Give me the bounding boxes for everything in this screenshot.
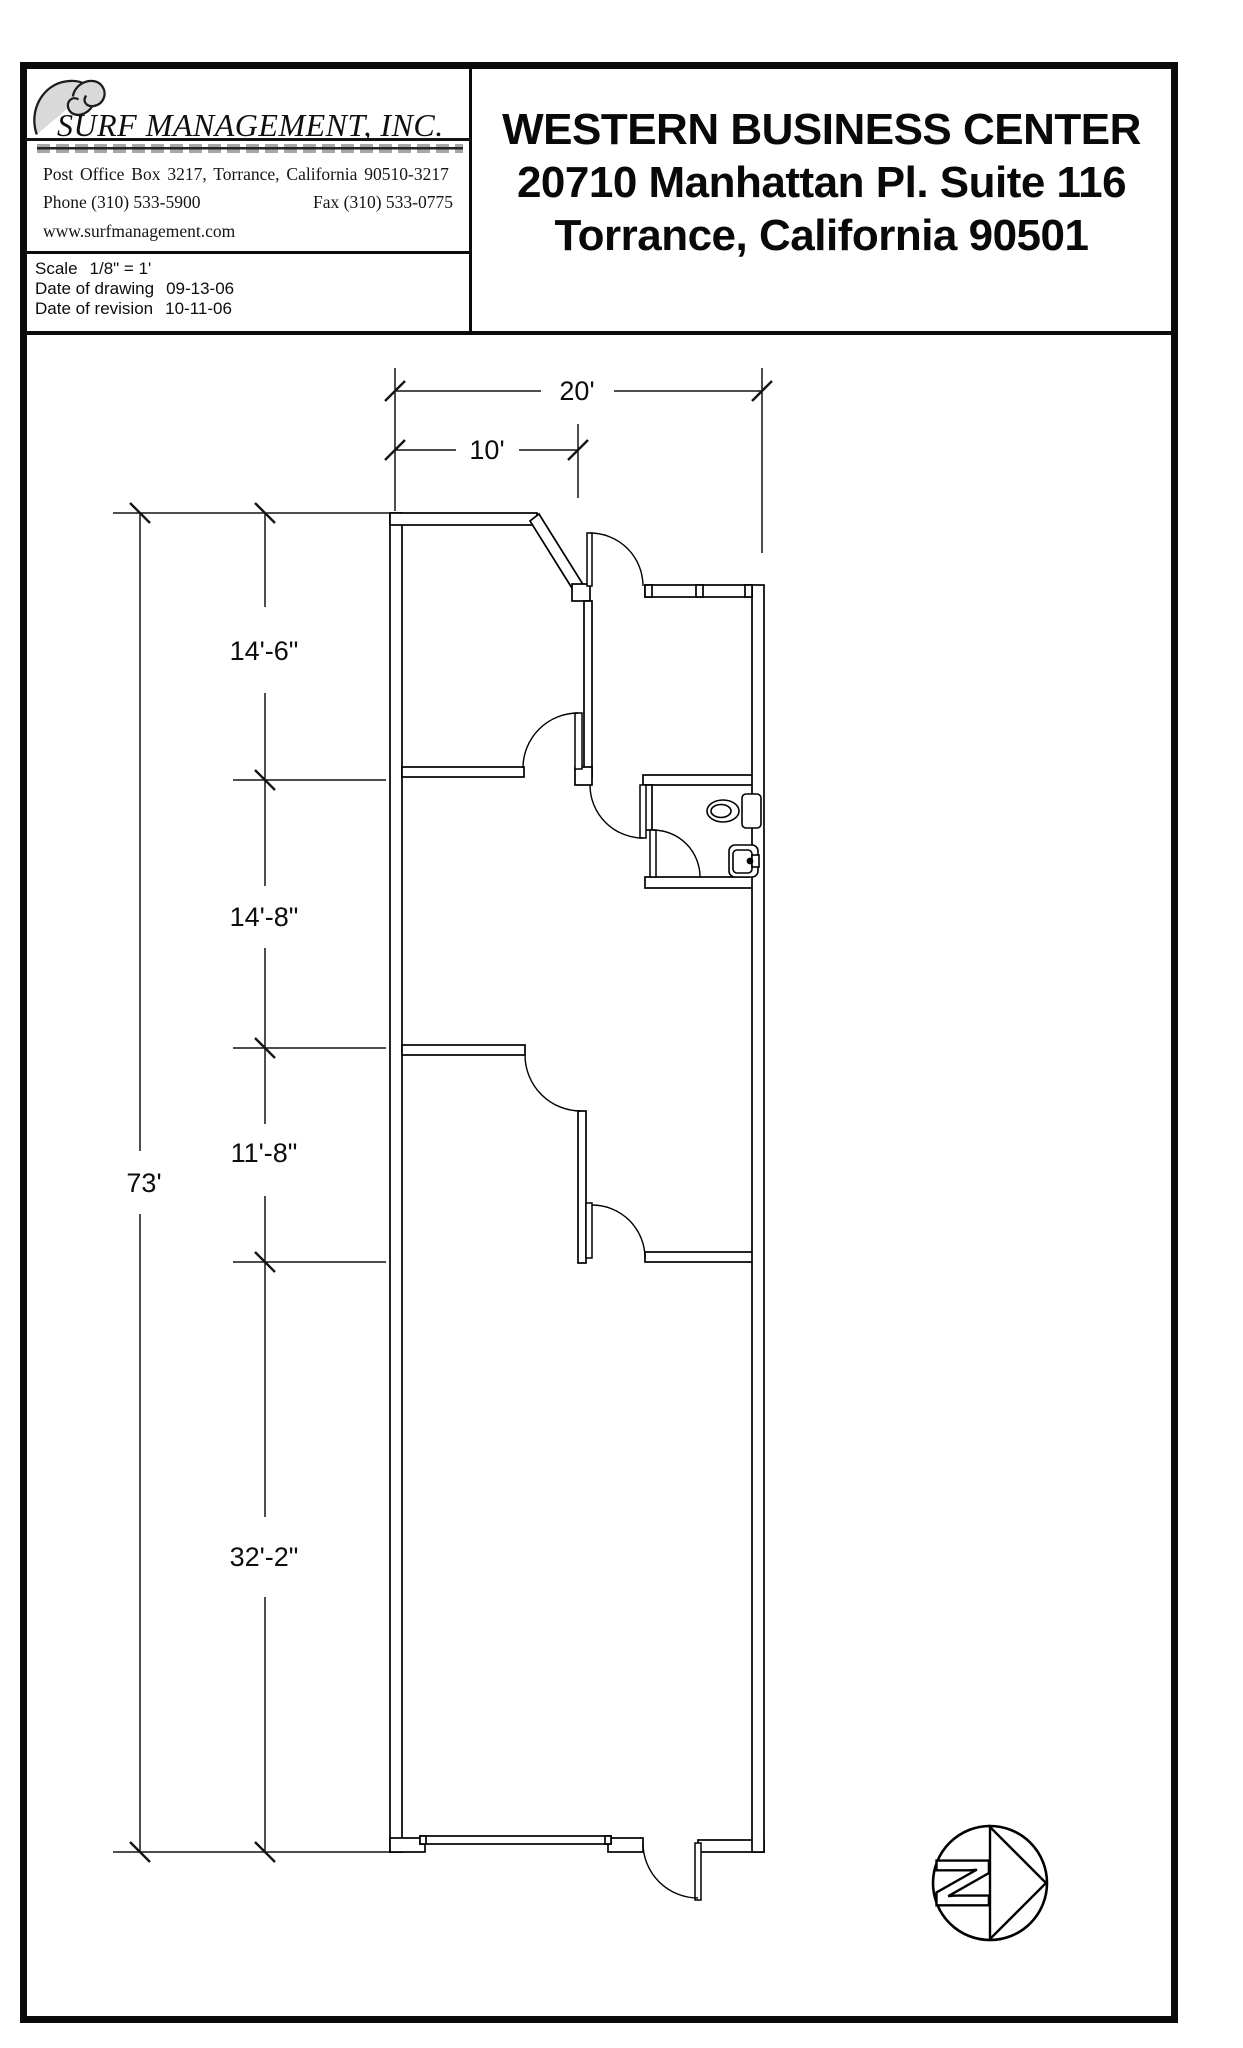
revision-date-label: Date of revision (35, 299, 154, 318)
struck-out-old-address (37, 144, 463, 153)
dim-front-width-label: 10' (464, 435, 510, 465)
drawing-info-box: Scale 1/8" = 1' Date of drawing 09-13-06 D… (27, 254, 472, 335)
window-wall (644, 584, 753, 598)
dimension-lines (113, 368, 773, 1863)
project-city: Torrance, California 90501 (554, 211, 1089, 260)
revision-date-value: 10-11-06 (165, 299, 232, 318)
drawing-date-value: 09-13-06 (166, 279, 235, 298)
project-title: WESTERN BUSINESS CENTER (502, 105, 1141, 154)
door-swing-arcs (522, 532, 701, 1899)
mid-partition-wall (577, 1110, 587, 1264)
partition-wall-2 (401, 1044, 526, 1056)
company-name: SURF MANAGEMENT, INC. (57, 107, 444, 143)
door-jamb (571, 583, 591, 602)
north-arrow-icon: N (918, 1824, 1049, 1942)
title-block: WESTERN BUSINESS CENTER 20710 Manhattan … (472, 69, 1171, 335)
partition-wall-1 (401, 766, 525, 778)
bottom-wall-jamb (607, 1837, 644, 1853)
drawing-date-label: Date of drawing (35, 279, 155, 298)
company-phone: Phone (310) 533-5900 (43, 192, 201, 212)
partition-wall-3 (644, 1251, 756, 1263)
dim-room2-depth-label: 14'-8" (224, 902, 304, 932)
partition-mullion (574, 766, 593, 786)
restroom-bottom-wall (644, 876, 756, 889)
scale-value: 1/8" = 1' (89, 259, 152, 278)
front-door-leaf (586, 532, 593, 587)
company-fax: Fax (310) 533-0775 (313, 192, 453, 212)
front-partition-wall (583, 600, 593, 778)
wave-logo-icon (33, 79, 106, 135)
dim-overall-depth-label: 73' (121, 1168, 167, 1198)
right-wall (751, 584, 765, 1853)
dim-warehouse-depth-label: 32'-2" (224, 1542, 304, 1572)
dim-room3-depth-label: 11'-8" (225, 1138, 303, 1168)
company-logo-row: SURF MANAGEMENT, INC. (27, 69, 469, 143)
company-info-box: SURF MANAGEMENT, INC. Post Office Box 32… (27, 69, 472, 254)
restroom-door-leaf (649, 829, 657, 878)
project-address: 20710 Manhattan Pl. Suite 116 (516, 158, 1127, 207)
dim-room1-depth-label: 14'-6" (224, 636, 304, 666)
north-letter: N (920, 1856, 1005, 1911)
top-wall (389, 512, 538, 526)
hall-door-leaf (639, 784, 647, 839)
office3-door-leaf (585, 1202, 593, 1259)
dim-overall-width-label: 20' (554, 376, 600, 406)
sink-fixture (728, 844, 760, 878)
angled-storefront-wall (528, 512, 586, 595)
office1-door-leaf (574, 712, 583, 770)
entry-door-leaf (694, 1842, 702, 1901)
door-leaves (574, 532, 702, 1901)
company-address: Post Office Box 3217, Torrance, Californ… (43, 164, 449, 184)
left-wall (389, 512, 403, 1853)
bottom-wall-left (389, 1837, 426, 1853)
restroom-top-wall (642, 774, 756, 786)
storefront-glazing (419, 1835, 612, 1845)
walls (389, 512, 765, 1853)
scale-label: Scale (35, 259, 78, 278)
toilet-fixture (706, 793, 762, 829)
company-website: www.surfmanagement.com (43, 221, 236, 241)
